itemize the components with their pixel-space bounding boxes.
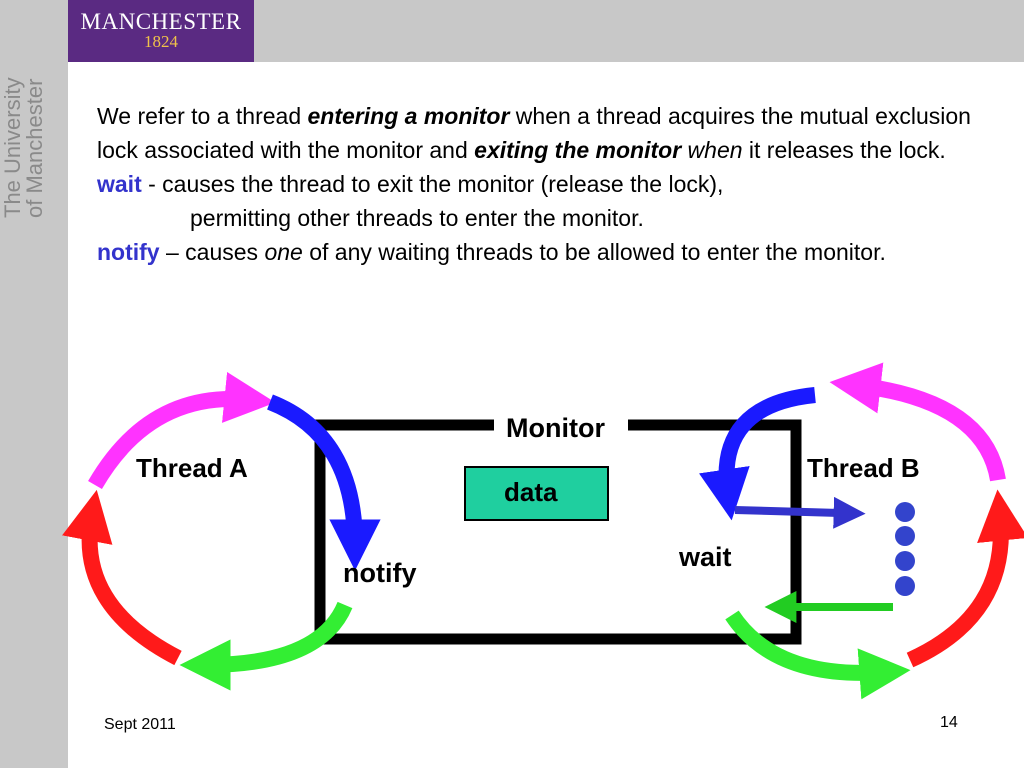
notify-label: notify [343,558,417,588]
keyword-wait: wait [97,171,142,197]
thread-a-green-arrow [179,601,353,691]
text-run: it releases the lock. [742,137,946,163]
waiting-thread-dot [895,526,915,546]
term-entering: entering a monitor [307,103,510,129]
thread-a-magenta-arrow [88,371,276,490]
waiting-thread-dot [895,576,915,596]
wait-label: wait [678,542,732,572]
wordmark-line-2: of Manchester [22,78,47,218]
sidebar-band: The University of Manchester [0,0,68,768]
term-exiting: exiting the monitor [474,137,682,163]
university-wordmark: The University of Manchester [0,58,47,218]
data-label: data [504,477,558,507]
text-run: of any waiting threads to be allowed to … [302,239,886,265]
monitor-label-bg [494,410,628,444]
text-run: - causes the thread to exit the monitor … [141,171,724,197]
term-one: one [264,239,303,265]
text-run: – causes [159,239,265,265]
data-box [464,466,609,521]
thread-b-red-arrow [906,489,1024,668]
wait-queue-in-arrow [734,496,866,529]
waiting-thread-dot [895,502,915,522]
logo-year: 1824 [144,32,178,51]
thread-b-label: Thread B [807,453,920,483]
paragraph-wait-continued: permitting other threads to enter the mo… [97,201,987,235]
paragraph-monitor: We refer to a thread entering a monitor … [97,99,987,167]
manchester-logo: MANCHESTER 1824 [68,0,254,62]
thread-a-label: Thread A [136,453,248,483]
text-run: We refer to a thread [97,103,308,129]
paragraph-notify: notify – causes one of any waiting threa… [97,235,987,269]
wordmark-line-1: The University [0,77,25,218]
text-run: permitting other threads to enter the mo… [190,205,644,231]
monitor-label: Monitor [506,413,605,443]
logo-name: MANCHESTER [80,9,242,34]
thread-b-green-arrow [725,610,911,700]
paragraph-wait: wait - causes the thread to exit the mon… [97,167,987,201]
slide-body: We refer to a thread entering a monitor … [97,99,987,269]
thread-b-blue-arrow [699,387,816,521]
waiting-thread-dot [895,551,915,571]
thread-a-red-arrow [62,489,182,666]
text-run: when a thread acquires the mutual exclus… [97,103,971,163]
thread-b-magenta-arrow [829,362,1006,482]
footer-date: Sept 2011 [104,716,176,733]
monitor-diagram: Monitor data Thread A notify Thread B wa… [62,362,1024,700]
keyword-notify: notify [97,239,160,265]
thread-a-blue-arrow [266,394,381,571]
page-number: 14 [940,714,958,731]
text-run: when [681,137,743,163]
